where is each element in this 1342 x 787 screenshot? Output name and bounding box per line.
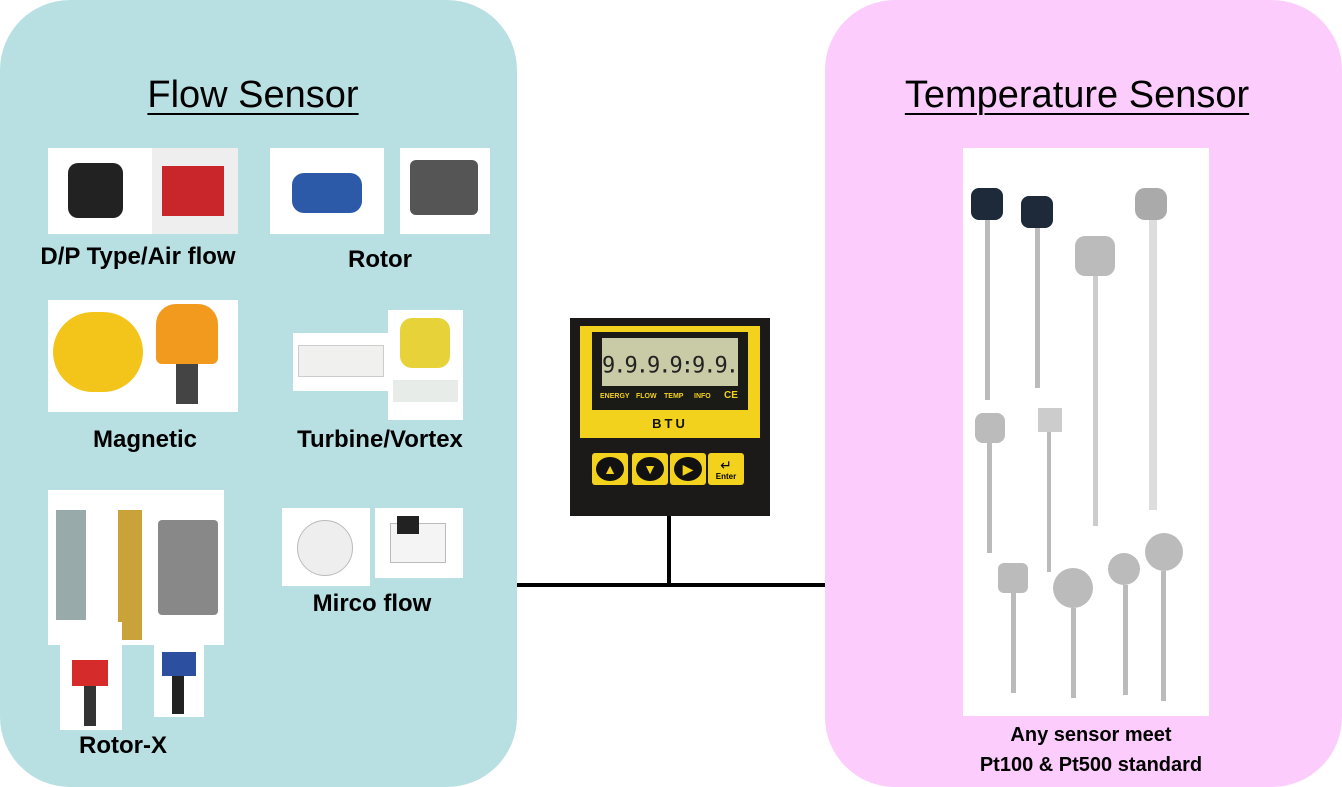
down-arrow-icon: ▼: [636, 457, 664, 481]
temperature-caption-line2: Pt100 & Pt500 standard: [979, 754, 1203, 776]
right-button[interactable]: ▶: [670, 453, 706, 485]
brand-label: BTU: [652, 416, 688, 431]
temperature-sensors-image: [963, 148, 1209, 716]
btu-meter: 9.9.9.9:9.9.9.9°C ENERGY FLOW TEMP INFO …: [570, 318, 770, 516]
micro-flow-sensor-image: [282, 508, 370, 586]
connector-vertical: [667, 516, 671, 586]
micro-flow-label: Mirco flow: [312, 590, 432, 617]
rotor-meter-image: [270, 148, 384, 234]
ce-mark: CE: [724, 390, 738, 401]
air-flow-sensor-image: [152, 148, 238, 234]
dp-airflow-label: D/P Type/Air flow: [40, 243, 236, 270]
temperature-sensor-title: Temperature Sensor: [904, 74, 1250, 116]
micro-flow-sensor-2-image: [375, 508, 463, 578]
rotor-x-red-image: [60, 622, 122, 730]
mode-temp: TEMP: [664, 393, 684, 400]
rotor-x-blue-image: [154, 622, 204, 717]
flow-sensor-title: Flow Sensor: [147, 74, 359, 116]
lcd-display: 9.9.9.9:9.9.9.9°C: [602, 338, 738, 386]
mode-info: INFO: [694, 393, 711, 400]
magnetic-label: Magnetic: [92, 426, 198, 453]
temperature-caption-line1: Any sensor meet: [1010, 724, 1172, 746]
turbine-sensor-image: [293, 333, 389, 391]
up-arrow-icon: ▲: [596, 457, 624, 481]
enter-label: Enter: [715, 471, 737, 481]
up-button[interactable]: ▲: [592, 453, 628, 485]
rotor-x-sensors-image: [48, 490, 224, 645]
right-arrow-icon: ▶: [674, 457, 702, 481]
enter-button[interactable]: ↵Enter: [708, 453, 744, 485]
connector-horizontal: [517, 583, 825, 587]
enter-icon: ↵: [720, 456, 732, 473]
magnetic-sensor-image: [48, 300, 238, 412]
vortex-sensor-image: [388, 310, 463, 420]
rotor-x-label: Rotor-X: [79, 732, 167, 759]
turbine-vortex-label: Turbine/Vortex: [297, 426, 463, 453]
rotor-sensor-image: [400, 148, 490, 234]
dp-sensor-image: [48, 148, 152, 234]
mode-flow: FLOW: [636, 393, 657, 400]
rotor-label: Rotor: [348, 246, 412, 273]
mode-energy: ENERGY: [600, 393, 630, 400]
down-button[interactable]: ▼: [632, 453, 668, 485]
